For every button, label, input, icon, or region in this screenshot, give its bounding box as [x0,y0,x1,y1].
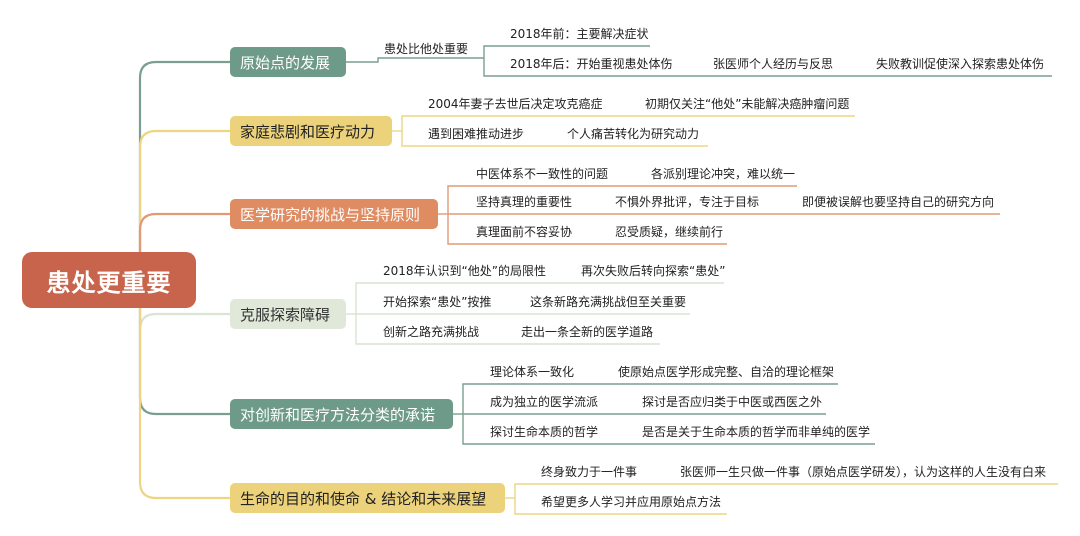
branch2-row1-node1[interactable]: 2004年妻子去世后决定攻克癌症 [428,97,603,111]
branch5-row1-node2[interactable]: 使原始点医学形成完整、自洽的理论框架 [618,365,835,379]
branch4-row2-node2[interactable]: 这条新路充满挑战但至关重要 [530,295,687,309]
branch3-row1-node1[interactable]: 中医体系不一致性的问题 [476,167,609,181]
branch-family-tragedy[interactable]: 家庭悲剧和医疗动力 [230,116,392,146]
branch2-row2-node2[interactable]: 个人痛苦转化为研究动力 [567,127,700,141]
branch1-row2-node2[interactable]: 张医师个人经历与反思 [713,57,834,71]
branch1-subtopic[interactable]: 患处比他处重要 [384,42,469,56]
branch2-row2-node1[interactable]: 遇到困难推动进步 [428,127,525,141]
branch-innovation-commitment[interactable]: 对创新和医疗方法分类的承诺 [230,399,453,429]
root-topic[interactable]: 患处更重要 [22,252,196,308]
branch5-row3-node1[interactable]: 探讨生命本质的哲学 [490,425,599,439]
branch-overcome-obstacles[interactable]: 克服探索障碍 [230,299,346,329]
branch1-row1-node1[interactable]: 2018年前：主要解决症状 [510,27,649,41]
branch4-row1-node1[interactable]: 2018年认识到“他处”的局限性 [383,264,546,278]
branch4-row3-node2[interactable]: 走出一条全新的医学道路 [521,325,654,339]
branch4-row1-node2[interactable]: 再次失败后转向探索“患处” [581,264,726,278]
branch6-row1-node2[interactable]: 张医师一生只做一件事（原始点医学研发），认为这样的人生没有白来 [680,465,1047,479]
branch3-row1-node2[interactable]: 各派别理论冲突，难以统一 [651,167,796,181]
branch3-row3-node2[interactable]: 忍受质疑，继续前行 [615,225,724,239]
branch6-row1-node1[interactable]: 终身致力于一件事 [541,465,638,479]
branch3-row2-node1[interactable]: 坚持真理的重要性 [476,195,573,209]
branch1-row2-node1[interactable]: 2018年后：开始重视患处体伤 [510,57,673,71]
branch3-row2-node2[interactable]: 不惧外界批评，专注于目标 [615,195,760,209]
branch3-row3-node1[interactable]: 真理面前不容妥协 [476,225,573,239]
branch-research-challenges[interactable]: 医学研究的挑战与坚持原则 [230,199,438,229]
branch3-row2-node3[interactable]: 即便被误解也要坚持自己的研究方向 [802,195,995,209]
branch-origin-development[interactable]: 原始点的发展 [230,47,346,77]
branch5-row1-node1[interactable]: 理论体系一致化 [490,365,575,379]
branch1-row2-node3[interactable]: 失败教训促使深入探索患处体伤 [876,57,1045,71]
branch5-row2-node1[interactable]: 成为独立的医学流派 [490,395,599,409]
branch-life-purpose[interactable]: 生命的目的和使命 & 结论和未来展望 [230,483,505,513]
branch4-row3-node1[interactable]: 创新之路充满挑战 [383,325,480,339]
branch2-row1-node2[interactable]: 初期仅关注“他处”未能解决癌肿瘤问题 [645,97,850,111]
branch6-row2-node1[interactable]: 希望更多人学习并应用原始点方法 [541,495,722,509]
branch4-row2-node1[interactable]: 开始探索“患处”按推 [383,295,492,309]
branch5-row2-node2[interactable]: 探讨是否应归类于中医或西医之外 [642,395,823,409]
branch5-row3-node2[interactable]: 是否是关于生命本质的哲学而非单纯的医学 [642,425,871,439]
